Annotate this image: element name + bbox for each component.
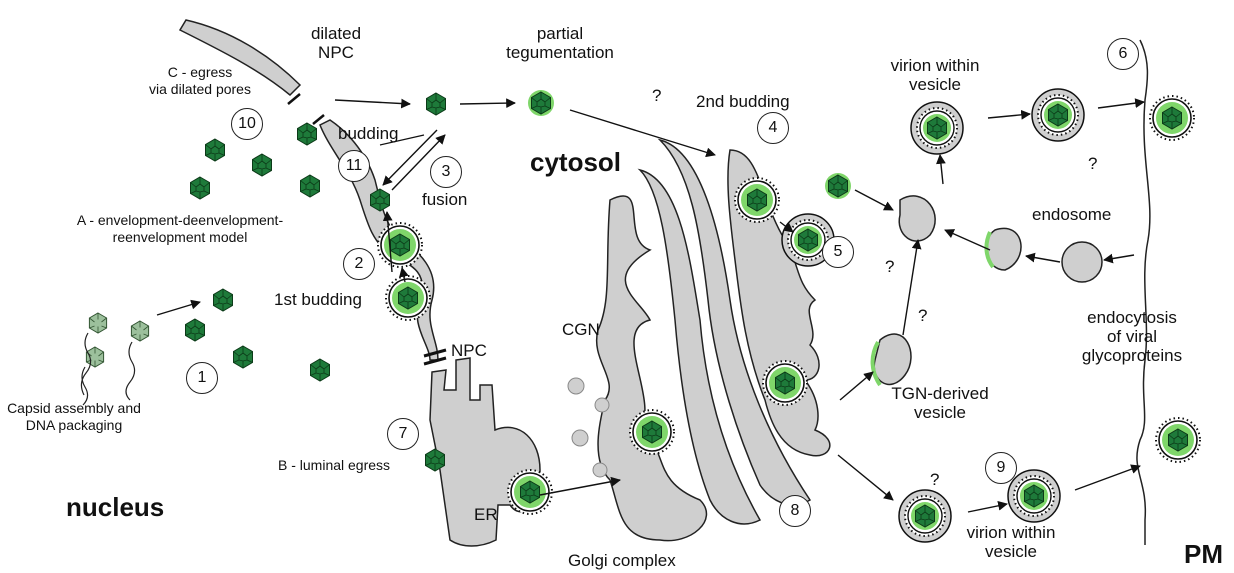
label-question-3: ?	[885, 257, 894, 276]
label-second-budding: 2nd budding	[696, 92, 790, 111]
label-endocytosis: endocytosis of viral glycoproteins	[1070, 308, 1194, 365]
step-6: 6	[1107, 38, 1139, 70]
label-er: ER	[474, 505, 498, 524]
step-7: 7	[387, 418, 419, 450]
label-cytosol: cytosol	[530, 148, 621, 176]
label-budding: budding	[338, 124, 399, 143]
label-egress-c: C - egress via dilated pores	[120, 64, 280, 98]
label-fusion: fusion	[422, 190, 467, 209]
step-2: 2	[343, 248, 375, 280]
step-11: 11	[338, 150, 370, 182]
label-question-4: ?	[918, 306, 927, 325]
label-first-budding: 1st budding	[274, 290, 362, 309]
label-npc: NPC	[451, 341, 487, 360]
label-model-a: A - envelopment-deenvelopment- reenvelop…	[50, 212, 310, 246]
capsid-assembly	[81, 313, 148, 405]
step-4: 4	[757, 112, 789, 144]
label-question-5: ?	[930, 470, 939, 489]
step-9: 9	[985, 452, 1017, 484]
label-question-2: ?	[1088, 154, 1097, 173]
step-1: 1	[186, 362, 218, 394]
step-5: 5	[822, 236, 854, 268]
capsids-nucleus	[186, 139, 330, 381]
label-partial-tegumentation: partial tegumentation	[490, 24, 630, 62]
label-endosome: endosome	[1032, 205, 1111, 224]
label-tgn-vesicle: TGN-derived vesicle	[880, 384, 1000, 422]
step-10: 10	[231, 108, 263, 140]
label-virion-within-vesicle-top: virion within vesicle	[870, 56, 1000, 94]
tgn-vesicle-shape	[874, 334, 911, 384]
label-virion-within-vesicle-bottom: virion within vesicle	[956, 523, 1066, 561]
step-3: 3	[430, 156, 462, 188]
label-cgn: CGN	[562, 320, 600, 339]
label-luminal-egress: B - luminal egress	[278, 457, 390, 474]
label-golgi-complex: Golgi complex	[568, 551, 676, 570]
endocytic-vesicle	[1062, 242, 1102, 282]
npc-marker-bottom	[313, 115, 324, 124]
label-pm: PM	[1184, 540, 1223, 568]
budding-vesicle-center	[899, 196, 935, 241]
label-nucleus: nucleus	[66, 493, 164, 521]
label-dilated-npc: dilated NPC	[296, 24, 376, 62]
plasma-membrane	[1137, 40, 1150, 545]
label-question-1: ?	[652, 86, 661, 105]
step-8: 8	[779, 495, 811, 527]
label-capsid-assembly: Capsid assembly and DNA packaging	[0, 400, 148, 434]
